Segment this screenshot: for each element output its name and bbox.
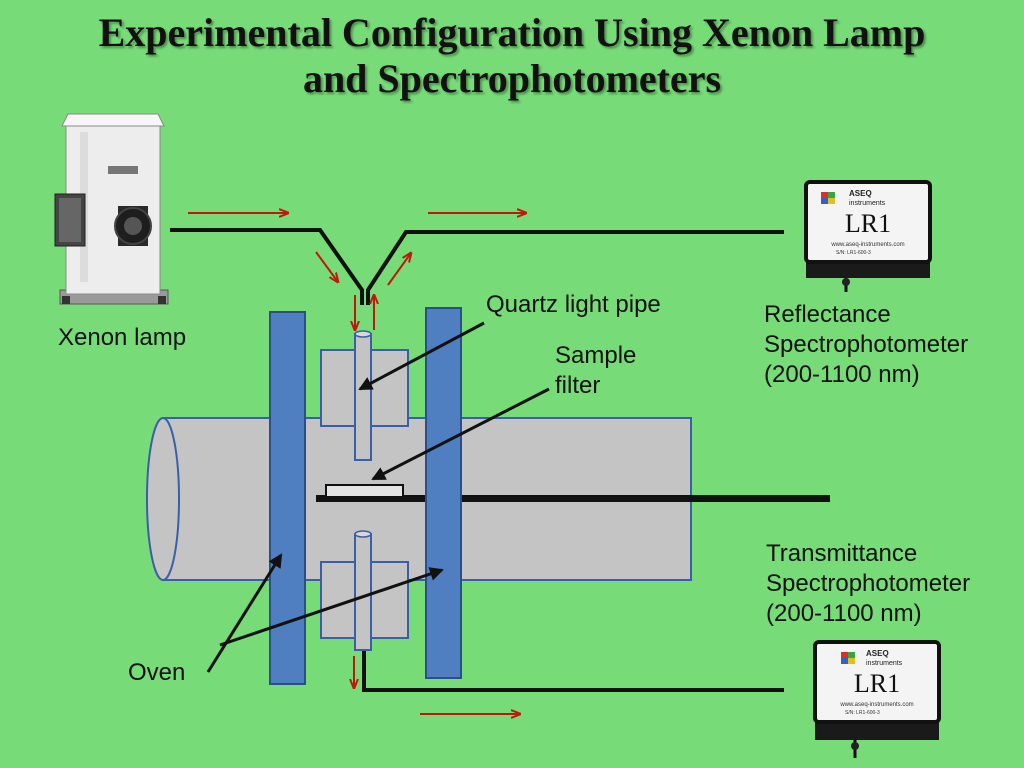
reflectance-brand-sub: instruments — [849, 200, 886, 207]
oven-label: Oven — [128, 659, 186, 686]
transmittance-brand-name: ASEQ — [866, 649, 889, 658]
reflectance-label-line3: (200-1100 nm) — [764, 361, 920, 388]
lower-pipe-holder — [320, 530, 409, 651]
transmittance-url: www.aseq-instruments.com — [839, 702, 913, 708]
reflectance-model: LR1 — [845, 209, 891, 238]
transmittance-spectrophotometer-label: Transmittance Spectrophotometer (200-110… — [766, 539, 970, 629]
reflectance-serial: S/N: LR1-600-3 — [836, 250, 871, 256]
pointer-quartz-pipe — [358, 321, 485, 391]
sample-filter-label-line2: filter — [555, 372, 601, 399]
xenon-lamp-device — [54, 113, 169, 305]
xenon-lamp-label: Xenon lamp — [58, 324, 187, 351]
transmittance-label-line2: Spectrophotometer — [766, 570, 971, 597]
reflectance-fiber — [366, 230, 784, 305]
light-direction-arrows — [188, 213, 526, 714]
pointer-oven-left — [206, 553, 283, 673]
transmittance-model: LR1 — [854, 669, 900, 698]
reflectance-brand-name: ASEQ — [849, 189, 872, 198]
sample-rod — [316, 495, 830, 502]
reflectance-spectrophotometer-label: Reflectance Spectrophotometer (200-1100 … — [764, 300, 968, 390]
quartz-light-pipe-label: Quartz light pipe — [486, 291, 661, 318]
sample-filter-label-line1: Sample — [555, 342, 637, 369]
oven-plate-right — [425, 307, 462, 679]
transmittance-spectrometer-device: ASEQ instruments LR1 www.aseq-instrument… — [813, 640, 941, 758]
pointer-sample-filter — [371, 387, 550, 481]
sample-filter — [325, 484, 404, 498]
pointer-arrows — [206, 321, 550, 673]
reflectance-label-line2: Spectrophotometer — [764, 331, 969, 358]
pointer-oven-right — [219, 567, 444, 647]
arrow-diag-down — [315, 251, 338, 282]
arrow-diag-up — [387, 253, 411, 286]
reflectance-label-line1: Reflectance — [764, 301, 891, 328]
transmittance-label-line3: (200-1100 nm) — [766, 600, 922, 627]
transmittance-brand-sub: instruments — [866, 660, 903, 667]
page-title: Experimental Configuration Using Xenon L… — [0, 10, 1024, 102]
transmittance-serial: S/N: LR1-600-3 — [845, 710, 880, 716]
lamp-fiber — [170, 228, 364, 305]
transmittance-label-line1: Transmittance — [766, 540, 918, 567]
page-title-line1: Experimental Configuration Using Xenon L… — [98, 10, 926, 55]
oven-plate-left — [269, 311, 306, 685]
reflectance-url: www.aseq-instruments.com — [830, 242, 904, 248]
page-title-line2: and Spectrophotometers — [302, 56, 722, 101]
transmittance-fiber — [362, 650, 784, 692]
reflectance-spectrometer-device: ASEQ instruments LR1 www.aseq-instrument… — [804, 180, 932, 292]
optical-fibers — [170, 228, 784, 692]
sample-filter-label: Sample filter — [555, 341, 636, 401]
